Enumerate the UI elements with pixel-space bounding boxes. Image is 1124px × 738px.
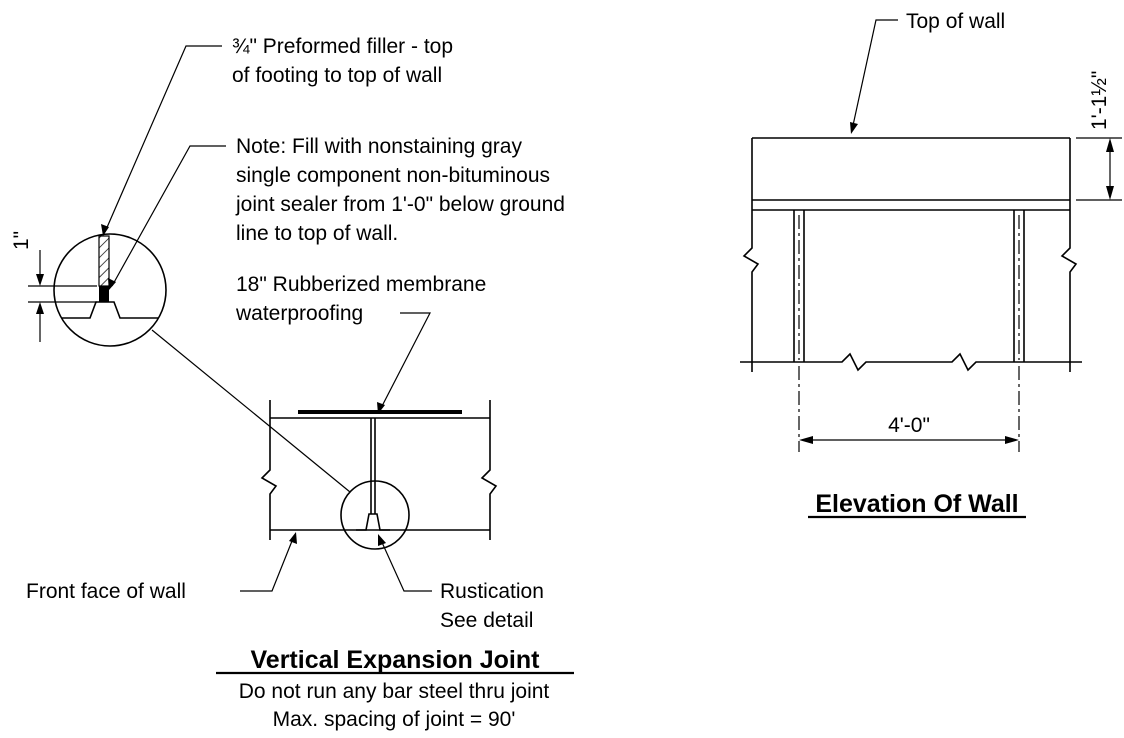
expansion-joint-subtitle-line1: Do not run any bar steel thru joint	[239, 680, 550, 703]
top-of-wall-leader	[851, 19, 898, 131]
elevation-break-right	[1060, 210, 1078, 372]
expansion-joint-subtitle-line2: Max. spacing of joint = 90'	[273, 708, 516, 731]
dimension-1in: 1"	[10, 231, 33, 250]
elevation-bottom-line	[740, 352, 1082, 372]
dimension-height: 1'-1½"	[1088, 71, 1111, 130]
elevation-break-left	[742, 210, 760, 372]
rustication-label-line1: Rustication	[440, 580, 544, 603]
front-face-leader	[240, 535, 295, 592]
wall-plan-section	[260, 400, 498, 550]
front-face-label: Front face of wall	[26, 580, 186, 603]
note-label-line4: line to top of wall.	[236, 222, 398, 245]
note-leader	[111, 145, 226, 287]
filler-label-line2: of footing to top of wall	[232, 64, 442, 87]
top-of-wall-label: Top of wall	[906, 10, 1005, 33]
note-label-line1: Note: Fill with nonstaining gray	[236, 135, 522, 158]
membrane-label-line1: 18" Rubberized membrane	[236, 273, 486, 296]
break-line-left	[260, 400, 278, 540]
membrane-leader	[379, 312, 431, 411]
wall-elevation: Top of wall 4'-0" 1'-1½"	[740, 10, 1122, 519]
joint-sealer-fill	[99, 286, 109, 302]
filler-label-line1: ¾" Preformed filler - top	[232, 35, 453, 58]
rustication-label-line2: See detail	[440, 609, 533, 632]
rustication-detail-circle	[340, 480, 410, 550]
magnified-detail-circle: 1"	[10, 231, 167, 347]
expansion-joint-detail: 1" ¾" Preformed filler - top of footing …	[10, 35, 574, 731]
rustication-leader	[379, 537, 432, 592]
membrane-label-line2: waterproofing	[235, 302, 363, 325]
note-label-line3: joint sealer from 1'-0" below ground	[235, 193, 565, 216]
preformed-filler-hatch	[98, 235, 110, 287]
filler-leader	[104, 45, 222, 233]
dimension-width: 4'-0"	[888, 414, 930, 437]
note-label-line2: single component non-bituminous	[236, 164, 550, 187]
rustication-profile	[62, 301, 158, 319]
detail-connector-line	[151, 329, 351, 493]
expansion-joint-title: Vertical Expansion Joint	[251, 646, 541, 674]
break-line-right	[480, 400, 498, 540]
elevation-title: Elevation Of Wall	[815, 490, 1018, 518]
